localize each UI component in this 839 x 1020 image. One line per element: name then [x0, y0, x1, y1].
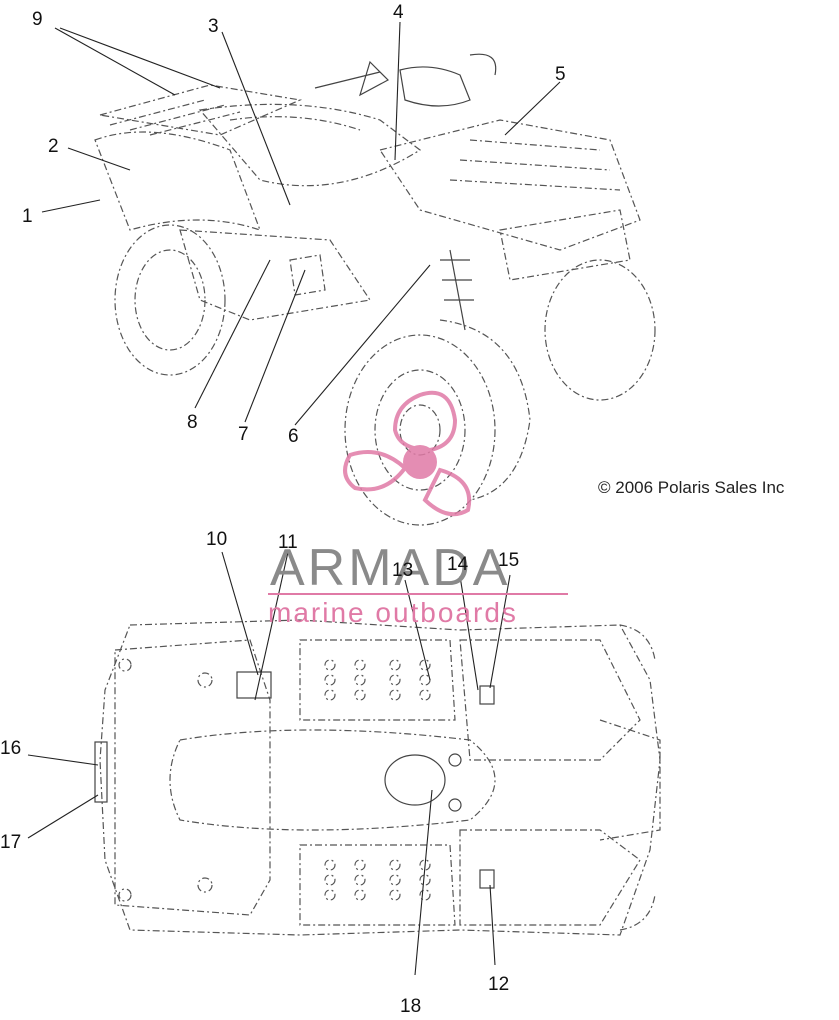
top-leader-lines — [41, 21, 561, 426]
callout-18: 18 — [400, 996, 421, 1015]
propeller-logo — [343, 390, 472, 517]
callout-11: 11 — [278, 532, 298, 553]
copyright-notice: © 2006 Polaris Sales Inc — [598, 478, 785, 497]
atv-top-view-drawing — [94, 619, 661, 936]
callout-13: 13 — [392, 560, 413, 581]
watermark-brand: ARMADA — [270, 539, 510, 597]
callout-3: 3 — [208, 16, 219, 37]
footrest-bottom-pegs — [324, 859, 431, 901]
callout-10: 10 — [206, 529, 227, 550]
callout-5: 5 — [555, 64, 566, 85]
callout-6: 6 — [288, 426, 299, 447]
callout-9: 9 — [32, 9, 43, 30]
callout-7: 7 — [238, 424, 249, 445]
callout-16: 16 — [0, 738, 21, 759]
footrest-top-pegs — [324, 659, 431, 701]
callout-8: 8 — [187, 412, 198, 433]
atv-perspective-drawing — [94, 53, 656, 526]
callout-1: 1 — [22, 206, 33, 227]
armada-watermark: ARMADA marine outboards — [268, 390, 568, 628]
callout-4: 4 — [393, 2, 404, 23]
callout-15: 15 — [498, 550, 519, 571]
callout-2: 2 — [48, 136, 59, 157]
callout-14: 14 — [447, 554, 469, 575]
callout-labels: 1 2 3 4 5 6 7 8 9 10 11 12 13 14 15 16 1… — [0, 2, 566, 1017]
watermark-tagline: marine outboards — [268, 597, 518, 628]
callout-12: 12 — [488, 974, 509, 995]
callout-17: 17 — [0, 832, 21, 853]
